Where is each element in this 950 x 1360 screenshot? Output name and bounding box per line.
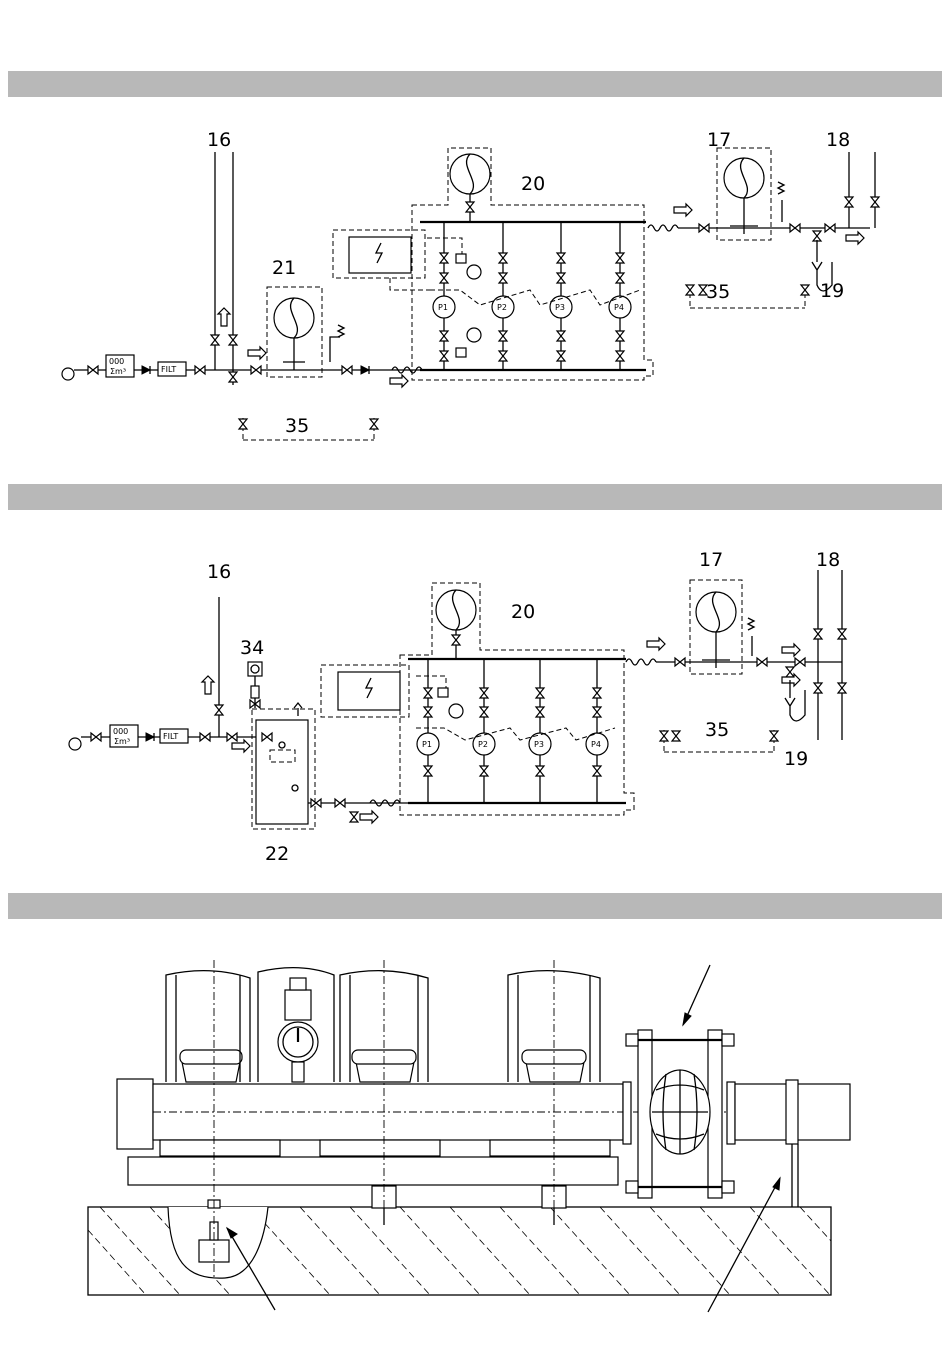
label-19: 19: [784, 748, 808, 770]
label-34: 34: [240, 637, 264, 659]
svg-text:Σm³: Σm³: [114, 737, 130, 746]
pressure-gauge-icon: [449, 704, 463, 718]
label-21: 21: [272, 257, 296, 279]
filter-label: FILT: [163, 732, 178, 741]
pump-label-p1: P1: [438, 303, 448, 312]
control-panel-icon: [349, 237, 411, 273]
label-20: 20: [511, 601, 535, 623]
label-35: 35: [705, 719, 729, 741]
svg-text:000: 000: [109, 357, 124, 366]
pump-group-2: P1 P2 P3 P4: [416, 659, 615, 803]
control-panel-icon: [338, 672, 400, 710]
label-20: 20: [521, 173, 545, 195]
label-18: 18: [826, 129, 850, 151]
installation-drawing: [88, 960, 850, 1312]
label-17: 17: [699, 549, 723, 571]
svg-text:Σm³: Σm³: [110, 367, 126, 376]
pump-group-1: P1 P2 P3 P4: [390, 222, 640, 370]
base-frame: [128, 1157, 618, 1185]
label-16: 16: [207, 129, 231, 151]
label-16: 16: [207, 561, 231, 583]
inlet-source-icon: [62, 368, 74, 380]
pressure-switch-assembly: [258, 968, 334, 1082]
sensor-34-icon: [248, 662, 262, 676]
filter-label: FILT: [161, 365, 176, 374]
pipe-support-clamp: [786, 1080, 798, 1144]
pump-label-p2: P2: [497, 303, 507, 312]
inlet-source-icon: [69, 738, 81, 750]
label-18: 18: [816, 549, 840, 571]
pump-label-p1: P1: [422, 740, 432, 749]
pressure-gauge-icon: [467, 265, 481, 279]
label-35-b: 35: [706, 281, 730, 303]
pump-label-p2: P2: [478, 740, 488, 749]
pressure-gauge-icon: [467, 328, 481, 342]
end-cap: [117, 1079, 153, 1149]
pump-label-p4: P4: [614, 303, 624, 312]
label-35-a: 35: [285, 415, 309, 437]
svg-text:000: 000: [113, 727, 128, 736]
label-22: 22: [265, 843, 289, 865]
pump-label-p3: P3: [534, 740, 544, 749]
flexible-joint: [623, 1030, 735, 1198]
pump-label-p4: P4: [591, 740, 601, 749]
pump-label-p3: P3: [555, 303, 565, 312]
